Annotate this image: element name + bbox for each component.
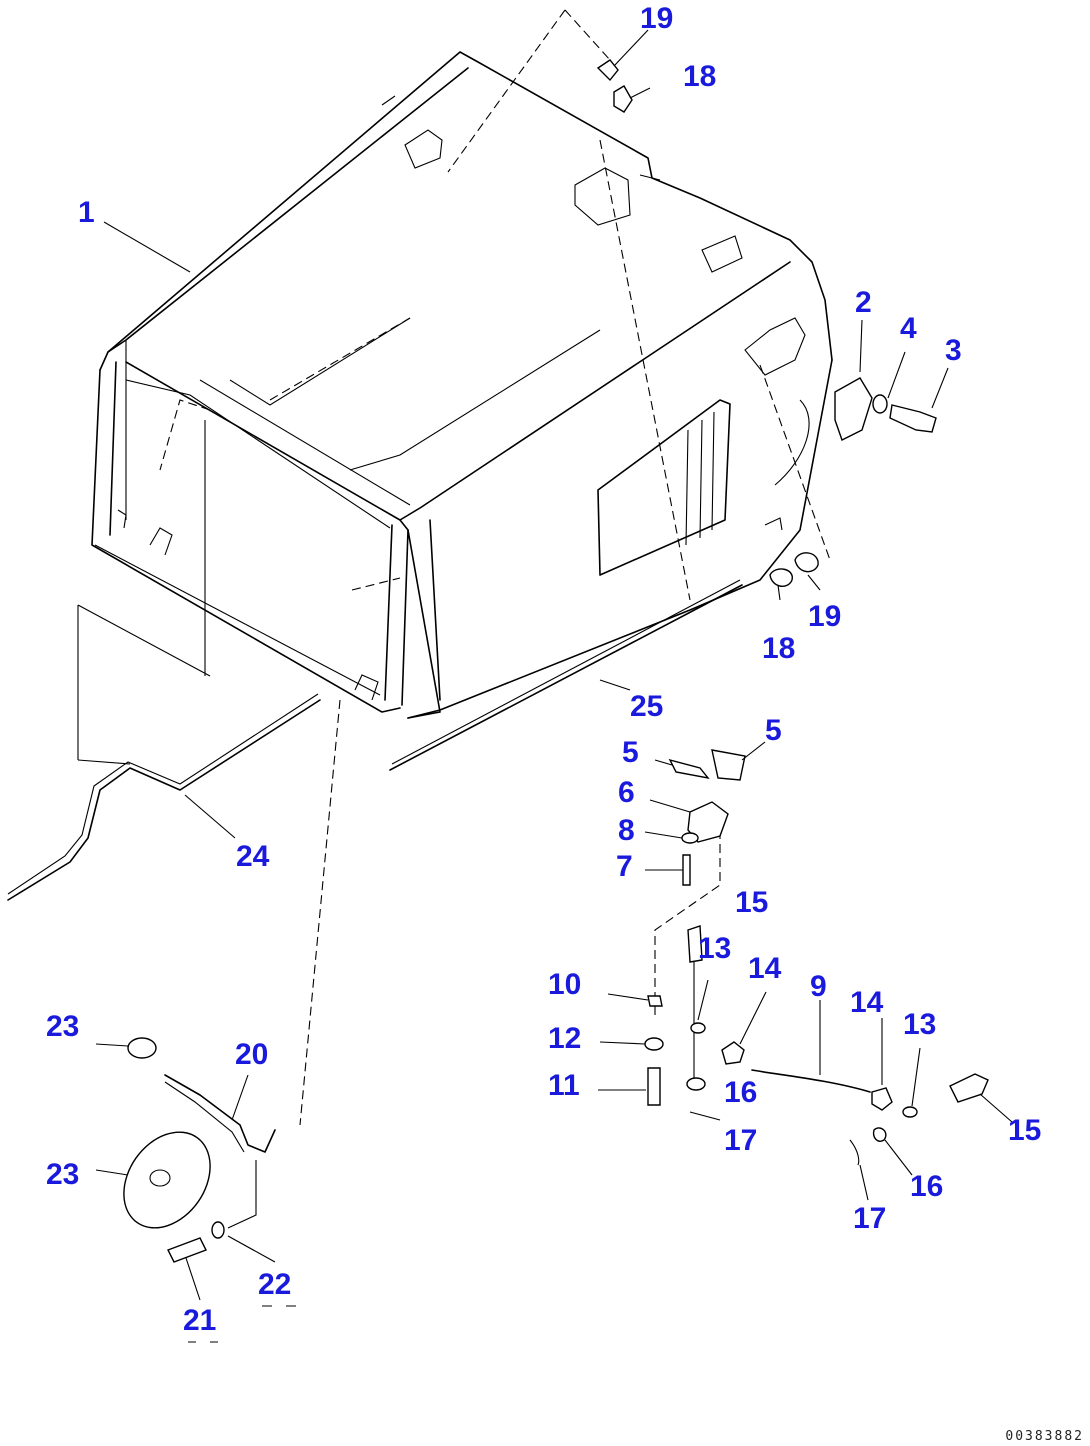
label-23a: 23: [46, 1010, 79, 1043]
weatherstrip-24: [7, 693, 321, 901]
label-14b: 14: [850, 986, 884, 1019]
label-9: 9: [810, 970, 827, 1003]
label-2: 2: [855, 286, 872, 319]
cab-body: [77, 51, 833, 765]
label-20: 20: [235, 1038, 268, 1071]
callout-labels: 1 2 3 4 5 5 6 7 8 9 10 11 12 13 13 14 14…: [46, 2, 1041, 1337]
bracket-assembly: [123, 1037, 276, 1263]
label-18b: 18: [762, 632, 795, 665]
label-24: 24: [236, 840, 270, 873]
label-underline-marks: [188, 1305, 296, 1343]
label-5b: 5: [765, 714, 782, 747]
top-clips: [596, 59, 633, 113]
weatherstrip-25: [389, 579, 743, 771]
label-19b: 19: [808, 600, 841, 633]
label-11: 11: [548, 1069, 580, 1102]
label-22: 22: [258, 1268, 291, 1301]
document-code: 00383882: [1005, 1429, 1084, 1444]
label-16b: 16: [910, 1170, 943, 1203]
label-21: 21: [183, 1304, 216, 1337]
label-14a: 14: [748, 952, 782, 985]
label-8: 8: [618, 814, 635, 847]
label-3: 3: [945, 334, 962, 367]
phantom-lines: [159, 9, 831, 1126]
bolt-group-left: [644, 995, 664, 1106]
pin-group-center: [686, 925, 706, 1091]
label-5a: 5: [622, 736, 639, 769]
label-6: 6: [618, 776, 635, 809]
side-clips: [769, 552, 819, 587]
label-10: 10: [548, 968, 581, 1001]
latch-parts: [668, 749, 746, 886]
label-7: 7: [616, 850, 633, 883]
label-15a: 15: [735, 886, 768, 919]
leader-lines: [95, 29, 1013, 1301]
label-1: 1: [78, 196, 95, 229]
label-17a: 17: [724, 1124, 757, 1157]
label-12: 12: [548, 1022, 581, 1055]
label-19a: 19: [640, 2, 673, 35]
label-13b: 13: [903, 1008, 936, 1041]
rod-assembly: [721, 1041, 989, 1166]
label-25: 25: [630, 690, 663, 723]
label-4: 4: [900, 312, 917, 345]
rear-cover-assembly: [834, 377, 937, 441]
label-18a: 18: [683, 60, 716, 93]
label-17b: 17: [853, 1202, 886, 1235]
label-23b: 23: [46, 1158, 79, 1191]
label-16a: 16: [724, 1076, 757, 1109]
label-15b: 15: [1008, 1114, 1041, 1147]
label-13a: 13: [698, 932, 731, 965]
